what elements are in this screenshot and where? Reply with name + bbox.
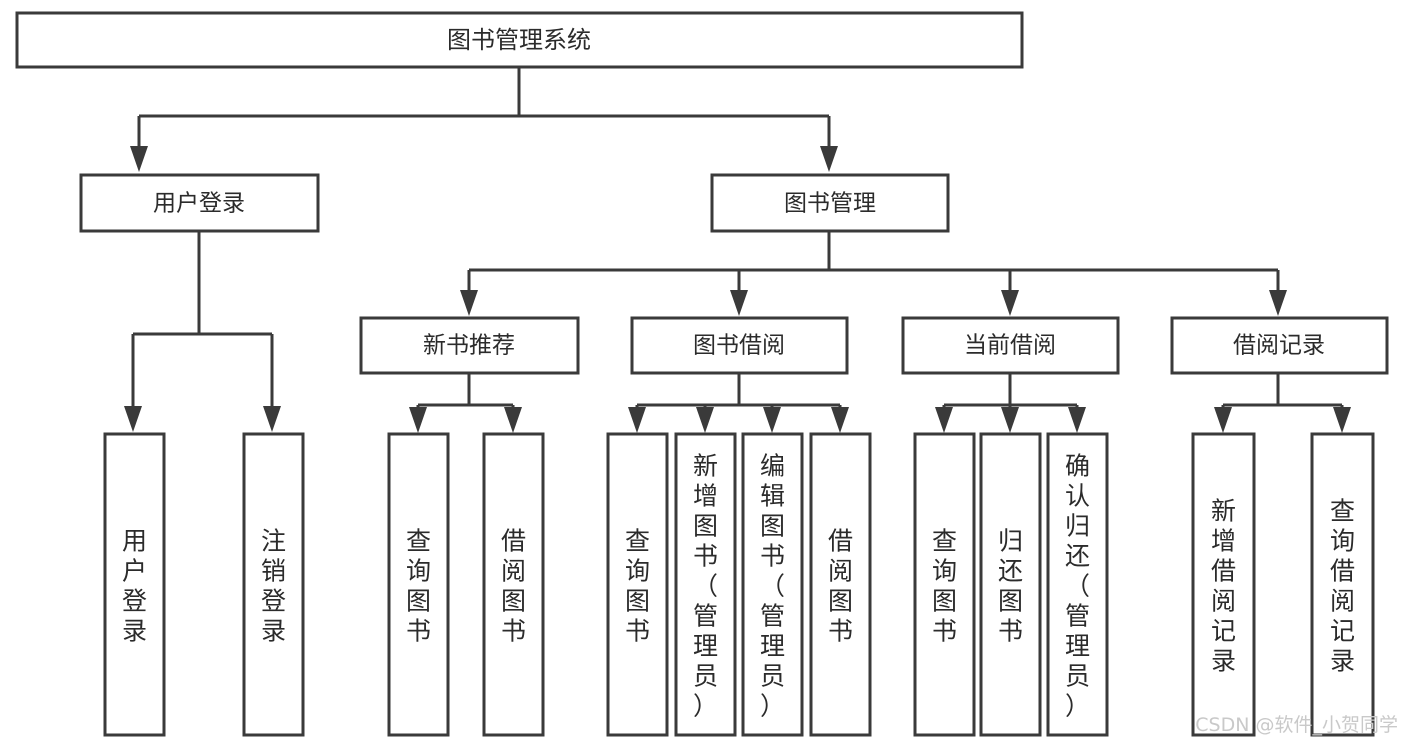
node-borrow-record[interactable]: 借阅记录	[1170, 316, 1389, 375]
leaf-node-label: 查询图书	[932, 527, 957, 646]
arrow-icon-leaf-6	[696, 407, 714, 433]
leaf-node[interactable]: 用户登录	[103, 432, 166, 737]
leaf-node-box[interactable]	[1310, 432, 1375, 737]
leaf-node-label: 借阅图书	[828, 527, 853, 646]
leaf-node[interactable]: 确认归还（管理员）	[1046, 432, 1109, 737]
leaf-node-box[interactable]	[741, 432, 804, 737]
leaf-node[interactable]: 查询借阅记录	[1310, 432, 1375, 737]
leaf-node-box[interactable]	[913, 432, 976, 737]
leaf-node-label: 新增图书（管理员）	[693, 452, 718, 721]
arrow-icon-leaf-4	[504, 407, 522, 433]
leaf-node-label: 确认归还（管理员）	[1065, 452, 1090, 721]
arrow-icon-leaf-5	[628, 407, 646, 433]
arrow-icon-leaf-3	[409, 407, 427, 433]
node-book-management[interactable]: 图书管理	[710, 173, 950, 233]
arrow-icon-leaf-7	[763, 407, 781, 433]
node-borrow-record-label: 借阅记录	[1233, 333, 1325, 359]
leaf-node-box[interactable]	[387, 432, 450, 737]
arrow-icon-leaf-2	[263, 406, 281, 432]
leaf-node[interactable]: 查询图书	[913, 432, 976, 737]
leaf-node[interactable]: 编辑图书（管理员）	[741, 432, 804, 737]
leaf-node-box[interactable]	[482, 432, 545, 737]
arrow-icon-leaf-11	[1068, 407, 1086, 433]
node-borrow-record-box[interactable]	[1170, 316, 1389, 375]
arrow-icon-book-manage	[820, 146, 838, 172]
arrow-icon-leaf-10	[1001, 407, 1019, 433]
node-current-borrow[interactable]: 当前借阅	[901, 316, 1120, 375]
node-user-login-box[interactable]	[79, 173, 320, 233]
leaf-node-box[interactable]	[606, 432, 669, 737]
leaf-node-box[interactable]	[809, 432, 872, 737]
leaf-node-label: 查询图书	[406, 527, 431, 646]
leaf-node-box[interactable]	[103, 432, 166, 737]
leaf-node[interactable]: 借阅图书	[809, 432, 872, 737]
node-user-login[interactable]: 用户登录	[79, 173, 320, 233]
leaf-node[interactable]: 查询图书	[387, 432, 450, 737]
arrow-icon-current	[1001, 290, 1019, 316]
arrow-icon-leaf-8	[831, 407, 849, 433]
leaf-node[interactable]: 新增图书（管理员）	[674, 432, 737, 737]
leaf-node-label: 查询借阅记录	[1330, 497, 1355, 676]
arrow-icon-user-login	[130, 146, 148, 172]
leaf-node[interactable]: 归还图书	[979, 432, 1042, 737]
leaf-node-label: 归还图书	[998, 527, 1023, 646]
node-new-book-recommend-box[interactable]	[359, 316, 580, 375]
leaf-node-box[interactable]	[1046, 432, 1109, 737]
node-book-management-label: 图书管理	[784, 191, 876, 217]
leaf-node[interactable]: 新增借阅记录	[1191, 432, 1256, 737]
arrow-icon-leaf-9	[935, 407, 953, 433]
node-user-login-label: 用户登录	[153, 191, 245, 217]
leaf-node-box[interactable]	[1191, 432, 1256, 737]
node-current-borrow-box[interactable]	[901, 316, 1120, 375]
arrow-icon-borrow	[730, 290, 748, 316]
node-book-borrow-label: 图书借阅	[693, 333, 785, 359]
leaf-node-box[interactable]	[242, 432, 305, 737]
node-root-label: 图书管理系统	[447, 26, 591, 54]
leaf-node-box[interactable]	[674, 432, 737, 737]
watermark-text: CSDN @软件_小贺同学	[1195, 714, 1398, 736]
leaf-node-label: 编辑图书（管理员）	[760, 452, 785, 721]
leaf-node[interactable]: 注销登录	[242, 432, 305, 737]
node-book-borrow[interactable]: 图书借阅	[630, 316, 849, 375]
node-new-book-recommend[interactable]: 新书推荐	[359, 316, 580, 375]
node-new-book-recommend-label: 新书推荐	[423, 333, 515, 359]
node-book-borrow-box[interactable]	[630, 316, 849, 375]
arrow-icon-leaf-13	[1333, 407, 1351, 433]
leaf-node[interactable]: 查询图书	[606, 432, 669, 737]
node-book-management-box[interactable]	[710, 173, 950, 233]
node-root-box[interactable]	[15, 11, 1024, 69]
leaf-node-label: 用户登录	[122, 527, 147, 646]
arrow-icon-new-book	[460, 290, 478, 316]
leaf-node-box[interactable]	[979, 432, 1042, 737]
arrow-icon-leaf-1	[124, 406, 142, 432]
leaf-node-label: 新增借阅记录	[1211, 497, 1236, 676]
leaf-node-label: 借阅图书	[501, 527, 526, 646]
arrow-icon-record	[1269, 290, 1287, 316]
leaf-node-label: 注销登录	[261, 527, 286, 646]
node-current-borrow-label: 当前借阅	[964, 333, 1056, 359]
node-root[interactable]: 图书管理系统	[15, 11, 1024, 69]
leaf-node-layer: 用户登录 注销登录 查询图书 借阅图书 查询图书 新增图书（管理员） 编辑图书（管理员） 借阅…	[103, 432, 1375, 737]
connector-layer	[124, 67, 1351, 433]
arrow-icon-leaf-12	[1214, 407, 1232, 433]
leaf-node[interactable]: 借阅图书	[482, 432, 545, 737]
leaf-node-label: 查询图书	[625, 527, 650, 646]
